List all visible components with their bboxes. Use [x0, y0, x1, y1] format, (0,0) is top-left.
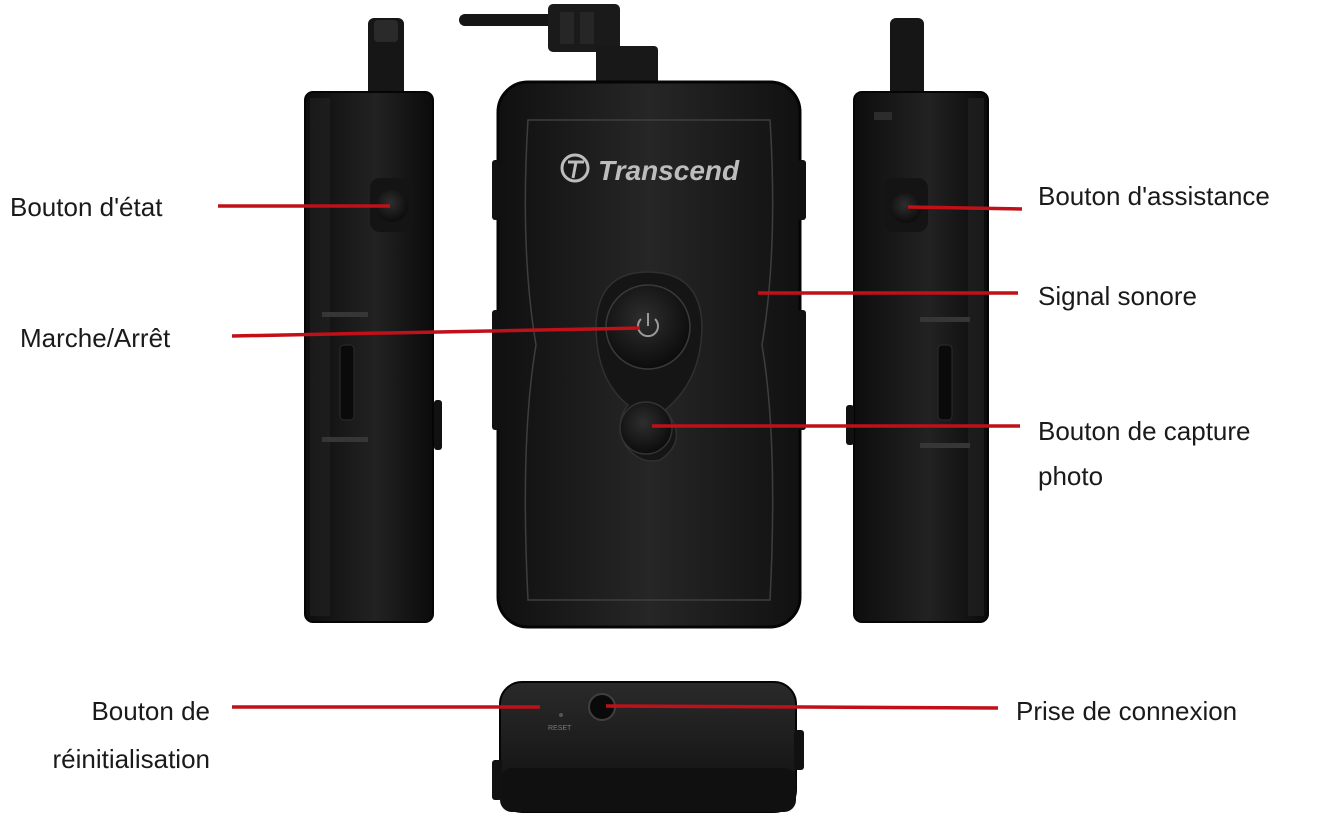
brand-name: Transcend	[598, 155, 740, 186]
leader-assist-button	[907, 205, 1023, 211]
right-side-view	[846, 18, 989, 623]
assist-button-hw	[891, 193, 921, 223]
left-side-view	[304, 18, 442, 623]
transcend-logo-icon	[560, 153, 590, 183]
leader-power	[231, 326, 641, 338]
label-reset-line2: réinitialisation	[52, 744, 210, 774]
front-view: Transcend	[492, 80, 806, 629]
label-power: Marche/Arrêt	[20, 323, 171, 353]
leader-connector	[605, 704, 999, 710]
bottom-view: RESET	[492, 681, 804, 813]
snapshot-button-hw	[619, 401, 673, 455]
label-snapshot-line1: Bouton de capture	[1038, 416, 1251, 446]
label-connector: Prise de connexion	[1016, 696, 1238, 726]
reset-marking: RESET	[548, 725, 572, 732]
label-status-button: Bouton d'état	[10, 192, 163, 222]
label-buzzer: Signal sonore	[1038, 281, 1197, 311]
label-assist-button: Bouton d'assistance	[1038, 181, 1270, 211]
power-icon	[637, 313, 659, 338]
leader-lines	[218, 204, 1023, 710]
label-snapshot-line2: photo	[1038, 461, 1104, 491]
status-button-hw	[376, 190, 408, 222]
label-reset-line1: Bouton de	[91, 696, 210, 726]
cable	[459, 4, 658, 90]
